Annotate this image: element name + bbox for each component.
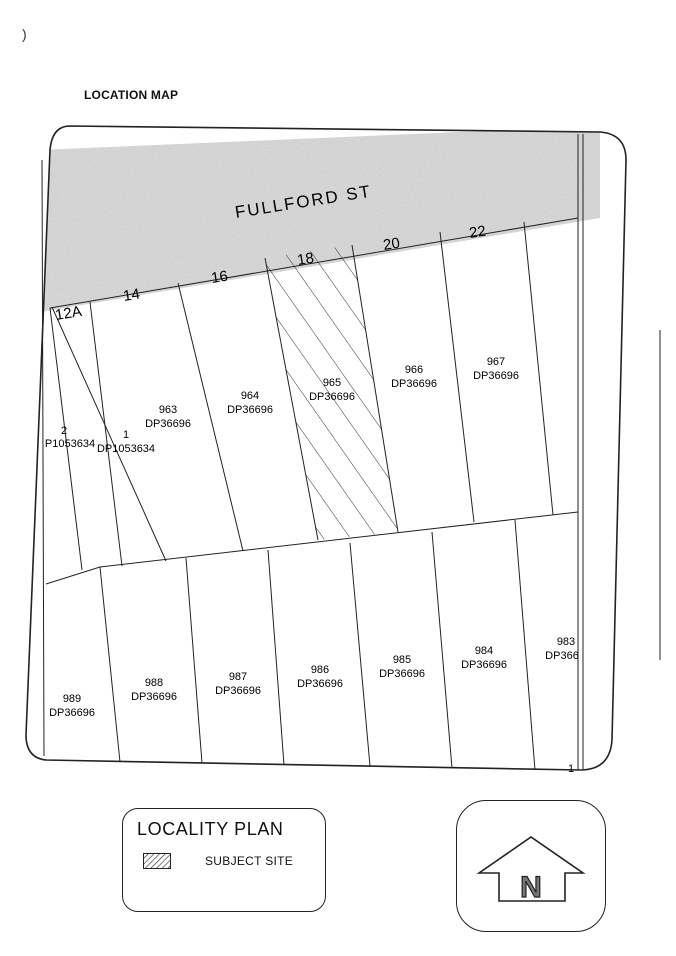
street-band-grain <box>40 126 600 312</box>
lot-number: 986 <box>311 664 329 676</box>
north-arrow-box: N <box>456 800 606 932</box>
lot-plan: DP36696 <box>379 668 425 680</box>
lot-plan: DP36696 <box>297 678 343 690</box>
lot-number: 987 <box>229 671 247 683</box>
lot-plan: DP36696 <box>131 691 177 703</box>
lot-number: 964 <box>241 390 259 402</box>
lot-plan: DP36696 <box>391 378 437 390</box>
lot-number: 984 <box>475 645 493 657</box>
lot-plan: DP36696 <box>461 659 507 671</box>
lot-number: 988 <box>145 677 163 689</box>
lot-number: 983 <box>557 636 575 648</box>
lot-number: 963 <box>159 404 177 416</box>
subject-site-label: SUBJECT SITE <box>205 854 294 868</box>
street-number-16: 16 <box>210 268 229 287</box>
north-letter: N <box>520 871 542 904</box>
street-number-18: 18 <box>296 250 315 269</box>
street-number-22: 22 <box>468 223 487 242</box>
lot-plan: DP36696 <box>145 418 191 430</box>
legend-title: LOCALITY PLAN <box>137 819 284 839</box>
cadastral-map: FULLFORD ST 12A 14 16 18 20 22 2 P105363… <box>25 125 661 775</box>
map-frame <box>25 125 627 771</box>
north-arrow-icon: N <box>476 836 586 905</box>
street-number-20: 20 <box>382 235 401 254</box>
lot-plan: DP36696 <box>227 404 273 416</box>
corner-mark: ) <box>22 26 27 42</box>
lot-number: 985 <box>393 654 411 666</box>
page-heading: LOCATION MAP <box>84 88 179 102</box>
lot-number: 1 <box>123 429 129 441</box>
lot-plan: DP36696 <box>473 370 519 382</box>
lot-lines <box>41 134 661 771</box>
edge-mark: 1 <box>568 763 574 775</box>
lot-number: 966 <box>405 364 423 376</box>
hatch-swatch <box>143 853 171 869</box>
subject-site-hatch <box>265 245 398 540</box>
lot-number: 967 <box>487 356 505 368</box>
legend-box: LOCALITY PLAN SUBJECT SITE <box>122 808 326 912</box>
lot-plan: DP1053634 <box>97 443 155 455</box>
lot-number: 965 <box>323 377 341 389</box>
lot-plan: DP36696 <box>49 707 95 719</box>
lot-number: 989 <box>63 693 81 705</box>
lot-plan: DP36696 <box>215 685 261 697</box>
lot-plan: DP366 <box>545 650 579 662</box>
lot-plan: P1053634 <box>45 438 95 450</box>
lot-plan: DP36696 <box>309 391 355 403</box>
street-number-14: 14 <box>122 286 141 305</box>
lot-number: 2 <box>61 425 67 437</box>
street-number-12a: 12A <box>54 303 83 324</box>
